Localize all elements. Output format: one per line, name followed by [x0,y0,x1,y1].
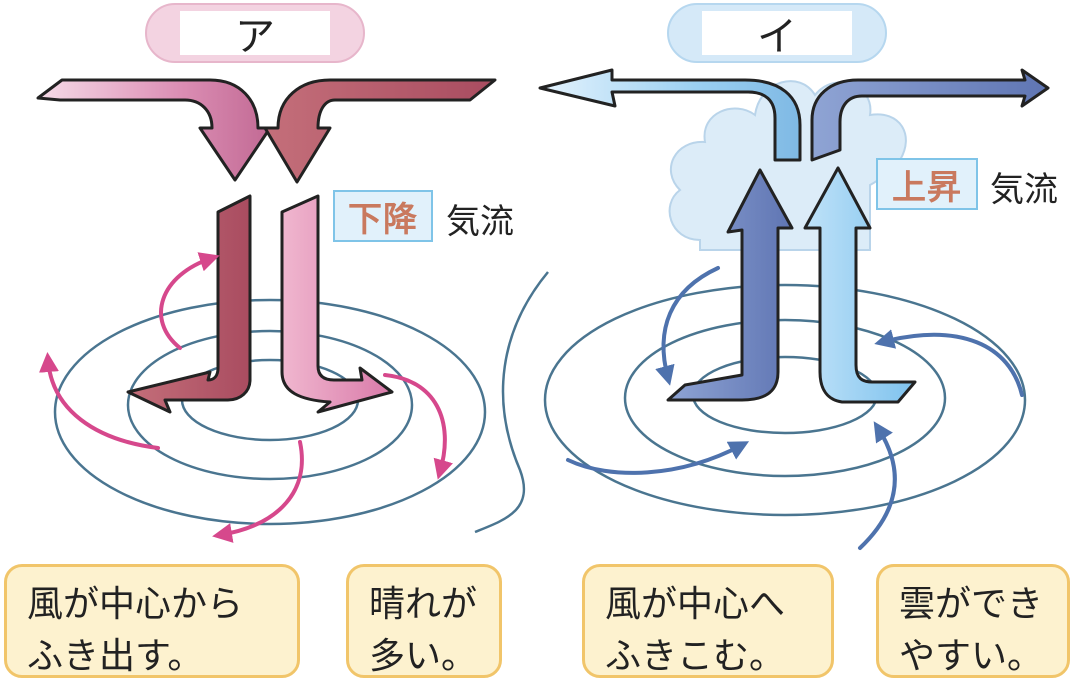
panel-i-flow-tag: 上昇 [876,158,978,210]
panel-a-descent-left-column [126,194,252,414]
panel-a-title: ア [146,4,364,62]
panel-i-title: イ [668,4,886,62]
panel-i-ascent-left-column [666,168,794,402]
panel-i-note-1-line1: 風が中心へ [605,584,786,625]
panel-a-note-1: 風が中心から ふき出す。 [4,564,300,678]
panel-a-isobars [53,298,487,526]
panel-i-upper-left-arrow [538,68,802,162]
panel-a-note-2: 晴れが 多い。 [346,564,502,678]
panel-a-upper-right-arrow [263,78,497,184]
panel-a-note-1-line1: 風が中心から [27,584,244,625]
panel-a-note-2-line2: 多い。 [369,636,478,677]
front-line [474,271,549,534]
panel-a-title-text: ア [180,11,330,60]
panel-a-flow-tag: 下降 [333,190,433,242]
panel-a-upper-left-arrow [36,78,272,182]
panel-i-title-text: イ [702,11,852,60]
panel-a-flow-word: 気流 [446,202,514,242]
panel-a-outflow-winds [38,252,453,543]
panel-i-ascent-right-column [803,166,917,404]
panel-a-note-2-line1: 晴れが [369,584,478,625]
panel-i-upper-right-arrow [810,68,1050,162]
panel-a-note-1-line2: ふき出す。 [27,636,204,677]
panel-i-note-2-line1: 雲ができ [899,584,1044,625]
panel-i-flow-word: 気流 [990,170,1058,210]
panel-i-note-2-line2: やすい。 [899,636,1044,677]
panel-i-graphic [538,3,1050,550]
panel-i-note-1: 風が中心へ ふきこむ。 [582,564,834,678]
panel-i-isobars [543,283,1027,517]
panel-a-descent-right-column [280,194,394,414]
panel-a-graphic [36,3,497,543]
panel-i-note-1-line2: ふきこむ。 [605,636,786,677]
panel-i-inflow-winds [566,266,1024,550]
panel-i-note-2: 雲ができ やすい。 [876,564,1070,678]
